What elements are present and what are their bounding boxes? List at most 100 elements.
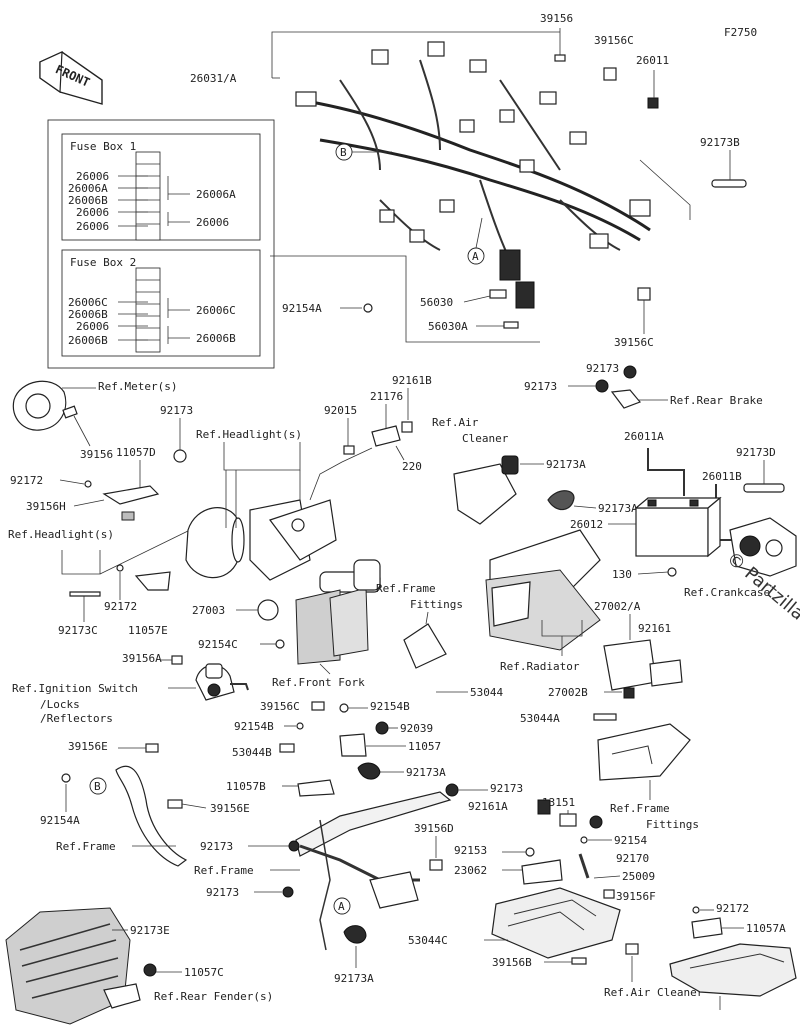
fb2-left-3: 26006B bbox=[68, 334, 108, 347]
battery-tray-drawing bbox=[491, 887, 621, 959]
label-39156c-lower: 39156C bbox=[260, 700, 300, 713]
label-39156c-right: 39156C bbox=[614, 336, 654, 349]
label-53044: 53044 bbox=[470, 686, 503, 699]
label-92161: 92161 bbox=[638, 622, 671, 635]
label-220: 220 bbox=[402, 460, 422, 473]
frame-harness-drawing bbox=[295, 791, 452, 951]
label-56030a: 56030A bbox=[428, 320, 468, 333]
meter-drawing bbox=[12, 380, 78, 431]
ignition-switch-drawing bbox=[195, 663, 249, 701]
fb1-left-0: 26006 bbox=[76, 170, 109, 183]
label-39156b: Ref.Air Cleaner bbox=[604, 986, 704, 999]
label-cleaner: Cleaner bbox=[462, 432, 509, 445]
label-27002a: 27002/A bbox=[594, 600, 641, 613]
label-53044a: 53044A bbox=[520, 712, 560, 725]
label-92173-frame-right: 92173 bbox=[490, 782, 523, 795]
label-ref-radiator: Ref.Radiator bbox=[500, 660, 580, 673]
label-11057d: 11057D bbox=[116, 446, 156, 459]
fb2-right-1: 26006B bbox=[196, 332, 236, 345]
label-92173-upper-left: 92173 bbox=[160, 404, 193, 417]
label-39156a: 39156A bbox=[122, 652, 162, 665]
fb1-right-0: 26006A bbox=[196, 188, 236, 201]
label-53044c: 39156B bbox=[492, 956, 532, 969]
diagram-code: F2750 bbox=[724, 26, 757, 39]
label-ref-air: Ref.Air bbox=[432, 416, 479, 429]
label-ref-meters: Ref.Meter(s) bbox=[98, 380, 177, 393]
label-39156f: 39156F bbox=[616, 890, 656, 903]
label-26031a: 26031/A bbox=[190, 72, 237, 85]
label-ref-crankcase: Ref.Crankcase bbox=[684, 586, 770, 599]
fb2-right-0: 26006C bbox=[196, 304, 236, 317]
label-130: 130 bbox=[612, 568, 632, 581]
battery-drawing bbox=[634, 496, 722, 558]
fuse-box-1-title: Fuse Box 1 bbox=[70, 140, 136, 153]
front-arrow-icon: FRONT bbox=[39, 51, 103, 105]
radiator-drawing bbox=[485, 569, 601, 651]
label-92173c: 92173C bbox=[58, 624, 98, 637]
label-92154a-top: 92154A bbox=[282, 302, 322, 315]
marker-a-bottom-letter: A bbox=[338, 900, 345, 913]
label-11057a: 11057A bbox=[746, 922, 786, 935]
label-92154c: 92154C bbox=[198, 638, 238, 651]
label-56030: 56030 bbox=[420, 296, 453, 309]
label-92173-brake-2: 92173 bbox=[524, 380, 557, 393]
fuse-box-1: Fuse Box 1 26006 26006A 26006B 26006 260… bbox=[47, 119, 275, 369]
headlight-drawing bbox=[185, 499, 337, 581]
label-92173a-air-2: 92173A bbox=[598, 502, 638, 515]
label-26011b: 26011B bbox=[702, 470, 742, 483]
label-23062: 23062 bbox=[454, 864, 487, 877]
label-92154b-1: 92154B bbox=[234, 720, 274, 733]
label-92173b: 92173B bbox=[700, 136, 740, 149]
label-39156e-top: 39156E bbox=[68, 740, 108, 753]
label-locks: /Locks bbox=[40, 698, 80, 711]
label-39156c-top: 39156C bbox=[594, 34, 634, 47]
fb2-left-2: 26006 bbox=[76, 320, 109, 333]
label-ref-frame-left: Ref.Frame bbox=[56, 840, 116, 853]
label-ref-air-cleaner: 92173E bbox=[130, 924, 170, 937]
label-21176: 21176 bbox=[370, 390, 403, 403]
label-ref-frame-fittings-1: Ref.Frame bbox=[376, 582, 436, 595]
label-11057: 11057 bbox=[408, 740, 441, 753]
marker-b-bottom-letter: B bbox=[94, 780, 101, 793]
label-fittings-1: Fittings bbox=[410, 598, 463, 611]
label-39156e-side: 39156E bbox=[210, 802, 250, 815]
fuse-box-2-title: Fuse Box 2 bbox=[70, 256, 136, 269]
label-ref-rear-brake: Ref.Rear Brake bbox=[670, 394, 763, 407]
air-cleaner-drawing bbox=[5, 907, 131, 1025]
label-92173a-air-1: 92173A bbox=[546, 458, 586, 471]
label-92170: 92170 bbox=[616, 852, 649, 865]
label-39156h: 39156H bbox=[26, 500, 66, 513]
fb2-left-0: 26006C bbox=[68, 296, 108, 309]
label-92161a: 92161A bbox=[468, 800, 508, 813]
label-ref-front-fork: Ref.Front Fork bbox=[272, 676, 365, 689]
label-27002b: 27002B bbox=[548, 686, 588, 699]
marker-a-bottom: A bbox=[333, 897, 351, 915]
label-39156-meter: 39156 bbox=[80, 448, 113, 461]
marker-b-top-letter: B bbox=[340, 146, 347, 159]
label-92015: 92015 bbox=[324, 404, 357, 417]
marker-a-top: A bbox=[467, 217, 485, 265]
label-92173-brake-1: 92173 bbox=[586, 362, 619, 375]
front-fork-drawing bbox=[295, 559, 381, 665]
label-fittings-2: Fittings bbox=[646, 818, 699, 831]
label-92173d: 92173D bbox=[736, 446, 776, 459]
marker-a-top-letter: A bbox=[472, 250, 479, 263]
frame-fittings-tray bbox=[597, 723, 691, 781]
label-92172-upper: 92172 bbox=[10, 474, 43, 487]
label-92173a-frame: 92173A bbox=[406, 766, 446, 779]
label-ref-frame-center: Ref.Frame bbox=[194, 864, 254, 877]
label-ref-frame-lower: 53044C bbox=[408, 934, 448, 947]
main-harness-drawing bbox=[295, 41, 651, 261]
label-26011a: 26011A bbox=[624, 430, 664, 443]
fb1-right-1: 26006 bbox=[196, 216, 229, 229]
label-92154a-bottom: 92154A bbox=[40, 814, 80, 827]
marker-b-top: B bbox=[335, 143, 392, 161]
fb2-left-1: 26006B bbox=[68, 308, 108, 321]
label-27003: 27003 bbox=[192, 604, 225, 617]
crankcase-drawing bbox=[729, 517, 797, 577]
label-92172-right: 92172 bbox=[716, 902, 749, 915]
fuse-box-2: Fuse Box 2 26006C 26006B 26006 26006B 26… bbox=[61, 249, 261, 357]
label-11057b: 11057B bbox=[226, 780, 266, 793]
frame-bracket-drawing bbox=[115, 765, 188, 867]
label-92173-frame-1: 92173 bbox=[200, 840, 233, 853]
